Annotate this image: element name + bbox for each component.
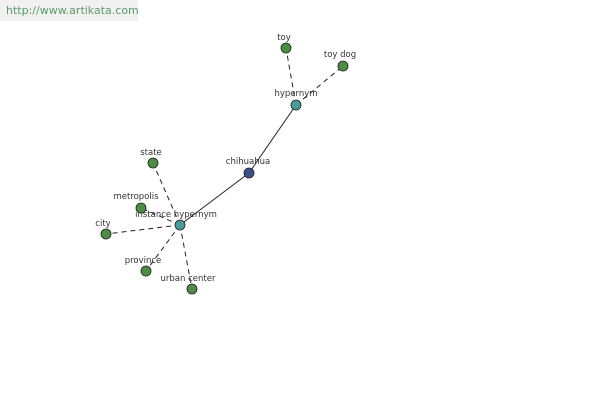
node-toy[interactable] xyxy=(280,42,292,54)
label-metropolis: metropolis xyxy=(113,192,159,202)
label-state: state xyxy=(140,148,162,158)
label-province: province xyxy=(125,256,162,266)
node-city[interactable] xyxy=(100,228,112,240)
node-province[interactable] xyxy=(140,265,152,277)
label-toy: toy xyxy=(277,33,291,43)
site-url-link[interactable]: http://www.artikata.com xyxy=(6,4,139,17)
label-instance-hypernym: instance hypernym xyxy=(135,210,217,220)
edge-instance-province xyxy=(145,224,181,272)
label-hypernym: hypernym xyxy=(274,89,317,99)
edge-hypernym-toy xyxy=(285,47,297,106)
edge-hypernym-toy-dog xyxy=(295,65,344,106)
node-hypernym[interactable] xyxy=(290,99,302,111)
edge-instance-metropolis xyxy=(140,207,181,226)
label-toy-dog: toy dog xyxy=(324,50,356,60)
edge-chihuahua-hypernym xyxy=(248,104,297,174)
label-urban-center: urban center xyxy=(161,274,216,284)
node-toy-dog[interactable] xyxy=(337,60,349,72)
edges xyxy=(105,47,344,290)
label-chihuahua: chihuahua xyxy=(226,157,270,167)
edge-instance-state xyxy=(152,162,181,226)
edge-instance-urban-center xyxy=(179,224,193,290)
node-chihuahua[interactable] xyxy=(243,167,255,179)
node-instance-hypernym[interactable] xyxy=(174,219,186,231)
node-urban-center[interactable] xyxy=(186,283,198,295)
label-city: city xyxy=(95,219,110,229)
node-metropolis[interactable] xyxy=(135,202,147,214)
url-banner: http://www.artikata.com xyxy=(0,0,139,21)
edge-instance-city xyxy=(105,224,181,235)
node-state[interactable] xyxy=(147,157,159,169)
edge-chihuahua-instance-hypernym xyxy=(179,172,250,226)
